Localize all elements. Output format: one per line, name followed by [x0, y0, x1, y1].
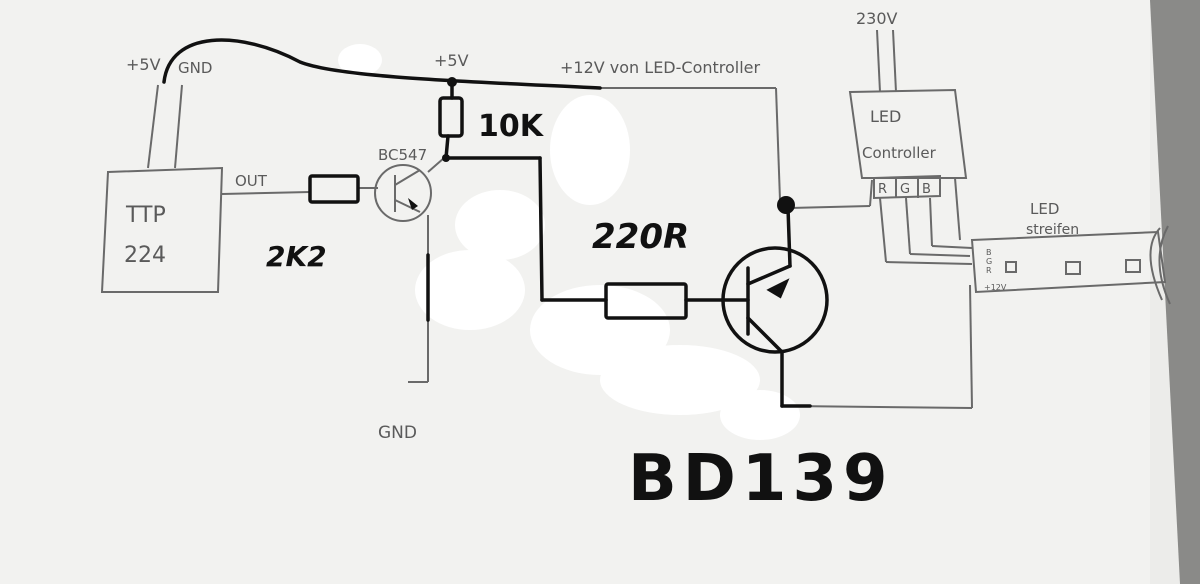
bc547-symbol	[374, 164, 432, 222]
label-ttp-line1: TTP	[125, 203, 166, 228]
label-rgb-r: R	[878, 182, 887, 197]
junction-dot-collector	[442, 154, 450, 162]
led-controller-box	[848, 88, 968, 179]
label-ttp-line2: 224	[124, 243, 166, 268]
label-out: OUT	[235, 172, 268, 190]
bd139-symbol	[721, 246, 829, 354]
ttp224-box	[100, 166, 224, 293]
label-bc547: BC547	[378, 146, 427, 164]
resistor-2k2	[308, 174, 360, 204]
label-strip-r: R	[986, 266, 992, 275]
label-strip-12v: +12V	[984, 283, 1007, 292]
label-strip-b: B	[986, 248, 992, 257]
label-plus5v-top: +5V	[434, 51, 469, 70]
label-230v: 230V	[856, 9, 898, 28]
ink-wiring	[162, 38, 829, 408]
label-plus12v: +12V von LED-Controller	[560, 58, 761, 77]
junction-dot-5v	[447, 77, 457, 87]
bc547-arrow	[408, 198, 418, 210]
label-10k: 10K	[478, 109, 545, 144]
label-gnd-top: GND	[178, 59, 212, 77]
label-led-strip-1: LED	[1030, 200, 1059, 218]
label-strip-g: G	[986, 257, 992, 266]
desk-edge	[1150, 0, 1200, 584]
label-220r: 220R	[592, 217, 689, 257]
junction-dot-bd139-collector	[777, 196, 795, 214]
erased-patches	[338, 44, 800, 440]
label-led-controller-2: Controller	[862, 144, 937, 162]
label-rgb-b: B	[922, 182, 931, 197]
label-plus5v-left: +5V	[126, 55, 161, 74]
led-strip	[970, 230, 1167, 294]
label-bd139: BD139	[628, 442, 894, 516]
label-2k2: 2K2	[266, 240, 327, 273]
supply-wire	[162, 38, 602, 90]
label-gnd-bottom: GND	[378, 423, 417, 443]
label-led-controller-1: LED	[870, 107, 901, 126]
label-rgb-g: G	[900, 182, 910, 197]
resistor-10k	[438, 96, 464, 138]
label-led-strip-2: streifen	[1026, 222, 1079, 238]
